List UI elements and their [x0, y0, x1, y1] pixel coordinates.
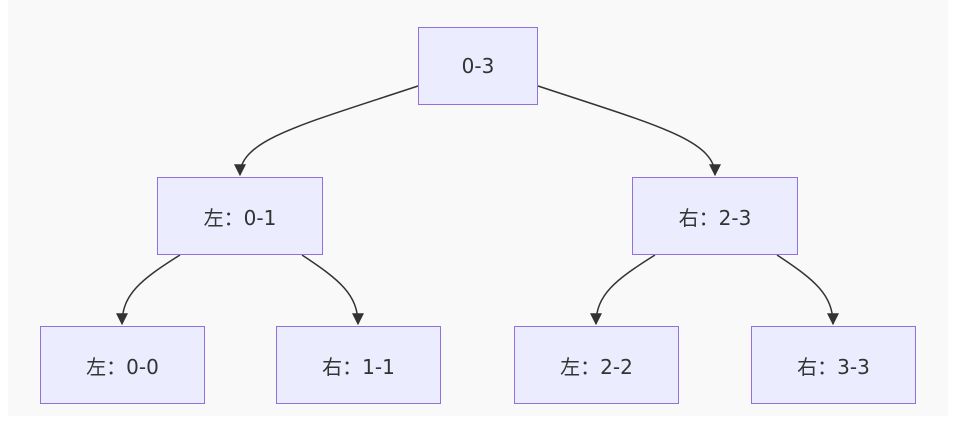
node-right: 右：2-3: [632, 177, 798, 255]
node-right-right-label: 右：3-3: [797, 354, 870, 379]
node-right-left: 左：2-2: [514, 326, 679, 404]
node-right-left-label: 左：2-2: [560, 354, 633, 379]
edge-left-leftright: [301, 254, 364, 326]
node-left-right: 右：1-1: [276, 326, 441, 404]
node-left-left-label: 左：0-0: [86, 354, 159, 379]
node-left: 左：0-1: [157, 177, 323, 255]
node-root-label: 0-3: [461, 54, 495, 78]
edge-right-rightright: [776, 254, 839, 326]
node-root: 0-3: [418, 27, 538, 105]
edge-root-right: [537, 85, 721, 177]
edge-root-left: [234, 85, 419, 177]
node-left-left: 左：0-0: [40, 326, 205, 404]
node-right-right: 右：3-3: [751, 326, 916, 404]
node-right-label: 右：2-3: [678, 205, 752, 230]
node-left-right-label: 右：1-1: [322, 354, 395, 379]
edge-right-rightleft: [590, 254, 656, 326]
node-left-label: 左：0-1: [203, 205, 277, 230]
edge-left-leftleft: [116, 254, 181, 326]
